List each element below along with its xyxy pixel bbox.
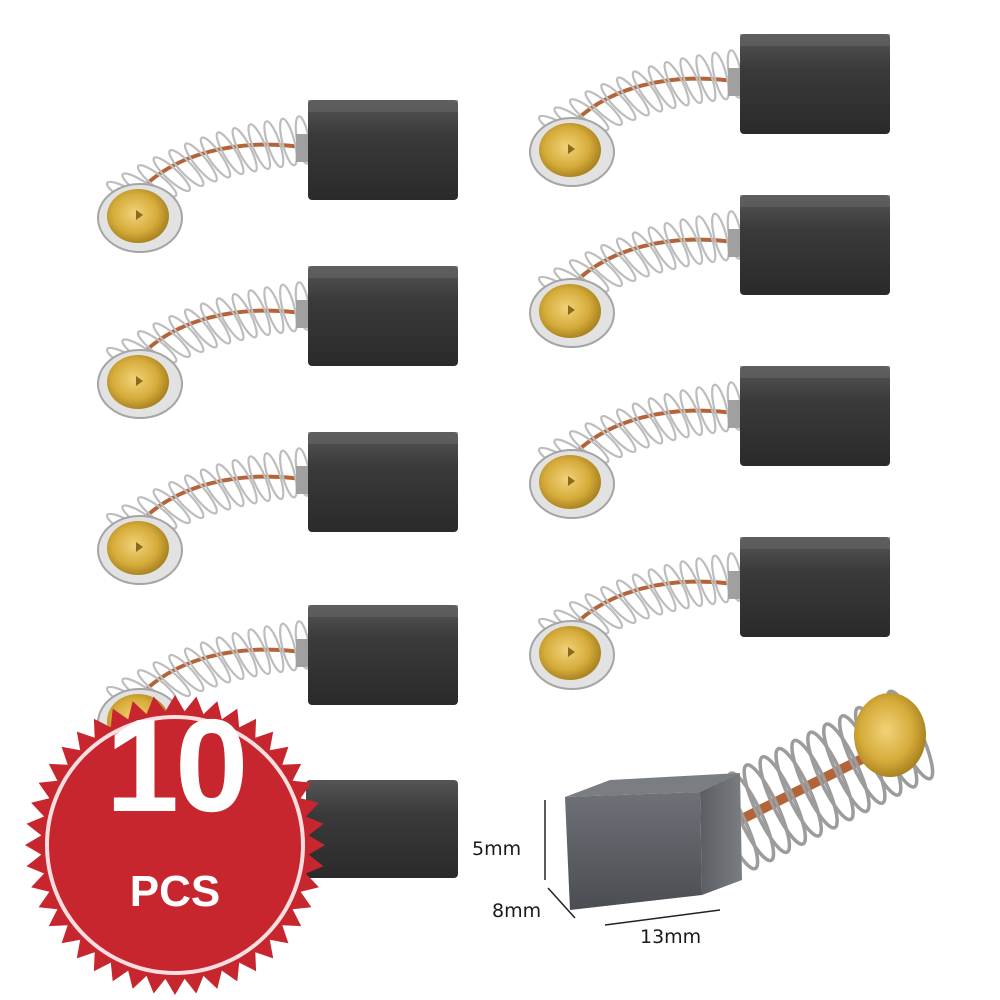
carbon-brush-unit: [529, 366, 890, 519]
dimension-depth-label: 8mm: [492, 900, 542, 922]
carbon-brush-icon: [740, 537, 890, 637]
carbon-brush-unit: [97, 432, 458, 585]
carbon-brush-icon: [740, 366, 890, 466]
carbon-brush-unit: [97, 100, 458, 253]
carbon-brush-right-column: [529, 34, 890, 690]
dimension-length-label: 13mm: [640, 926, 702, 948]
carbon-brush-left-column: [97, 100, 458, 878]
badge-unit: PCS: [129, 867, 221, 916]
carbon-brush-unit: [529, 195, 890, 348]
dimension-height-label: 5mm: [472, 838, 522, 860]
carbon-brush-unit: [97, 266, 458, 419]
carbon-brush-icon: [308, 266, 458, 366]
carbon-brush-icon: [308, 432, 458, 532]
carbon-brush-closeup: [544, 689, 935, 926]
brass-terminal-icon: [854, 693, 926, 777]
carbon-brush-unit: [529, 34, 890, 187]
carbon-brush-icon: [740, 34, 890, 134]
sunburst-badge-icon: [25, 695, 325, 995]
carbon-brush-unit: [529, 537, 890, 690]
carbon-brush-icon: [306, 780, 458, 878]
carbon-brush-icon: [308, 100, 458, 200]
carbon-brush-icon: [740, 195, 890, 295]
carbon-brush-icon: [565, 792, 702, 910]
badge-count: 10: [105, 692, 249, 839]
carbon-brush-icon: [308, 605, 458, 705]
